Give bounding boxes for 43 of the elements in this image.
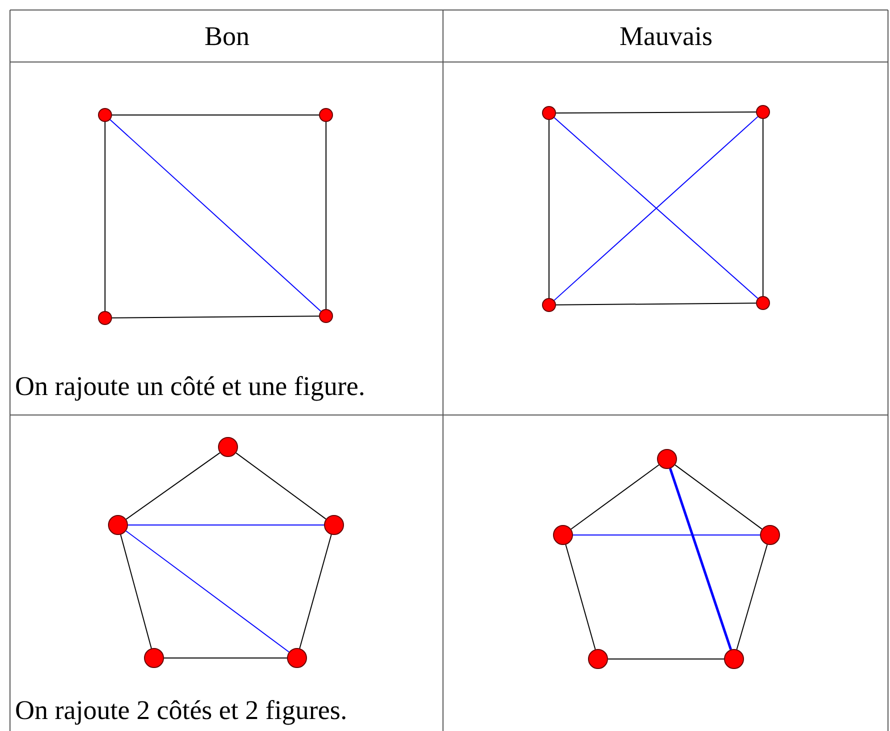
vertex-dot	[588, 649, 608, 669]
graph-edge	[608, 658, 724, 660]
graph-edge	[762, 118, 764, 296]
vertex-dot	[319, 309, 333, 323]
graph-edge	[556, 302, 756, 306]
vertex-dot	[760, 525, 780, 545]
graph-edge	[120, 534, 152, 649]
vertex-dot	[144, 648, 164, 668]
graph-edge	[112, 316, 320, 318]
graph-edge	[548, 120, 550, 298]
graph-edge	[126, 452, 220, 520]
graph-edge	[736, 544, 768, 650]
vertex-dot	[98, 108, 112, 122]
graph-edge	[565, 544, 596, 650]
column-header: Bon	[204, 20, 250, 52]
vertex-dot	[319, 108, 333, 122]
graph-edge	[128, 524, 324, 526]
graph-edge	[299, 534, 332, 649]
vertex-dot	[756, 105, 770, 119]
vertex-dot	[108, 515, 128, 535]
column-header: Mauvais	[620, 20, 712, 52]
vertex-dot	[542, 298, 556, 312]
graph-edge	[236, 452, 326, 520]
vertex-dot	[542, 106, 556, 120]
vertex-dot	[98, 311, 112, 325]
note-text: On rajoute un côté et une figure.	[15, 370, 366, 402]
vertex-dot	[657, 449, 677, 469]
graph-edge	[668, 468, 732, 650]
graph-edge	[104, 122, 106, 312]
vertex-dot	[724, 649, 744, 669]
vertex-dot	[218, 437, 238, 457]
graph-edge	[126, 530, 290, 653]
note-text: On rajoute 2 côtés et 2 figures.	[15, 694, 348, 726]
vertex-dot	[287, 648, 307, 668]
vertex-dot	[324, 515, 344, 535]
graph-edge	[112, 114, 320, 116]
graph-edge	[570, 464, 660, 530]
vertex-dot	[553, 525, 573, 545]
graph-edge	[572, 534, 760, 536]
vertex-dot	[756, 296, 770, 310]
graph-edge	[110, 119, 322, 312]
graph-edge	[556, 112, 756, 114]
graph-edge	[674, 464, 762, 530]
